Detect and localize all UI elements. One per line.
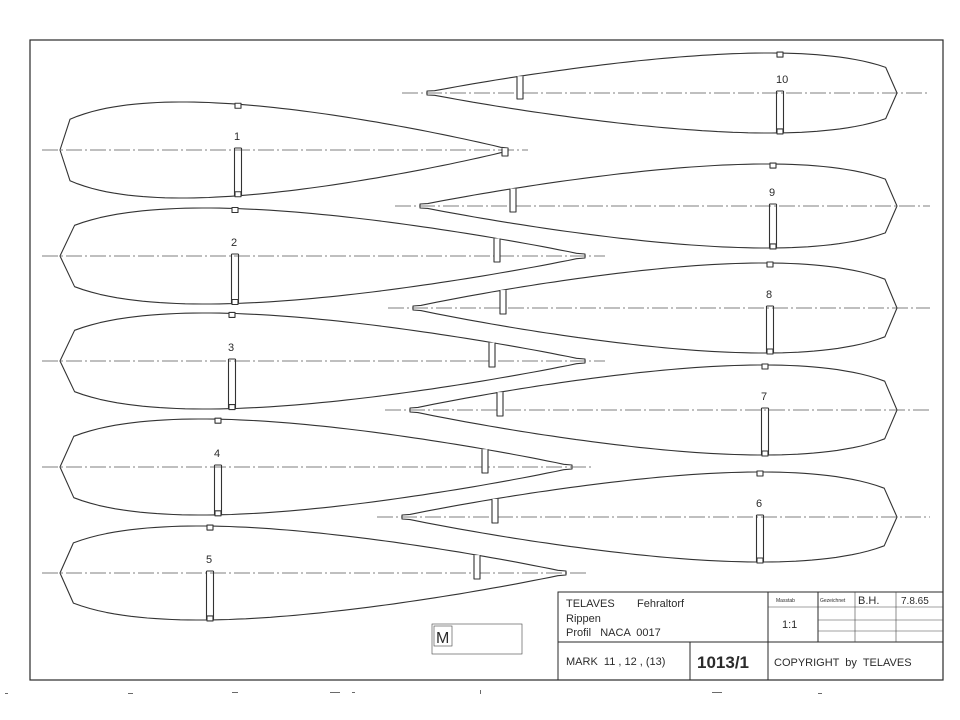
rear-spar-slot-7 bbox=[496, 392, 504, 417]
rear-spar-slot-10 bbox=[516, 76, 524, 100]
spar-notch-5 bbox=[206, 615, 214, 622]
spar-slot-9 bbox=[768, 203, 778, 248]
drawn-by: B.H. bbox=[858, 595, 879, 607]
rib-number-6: 6 bbox=[756, 498, 762, 510]
spar-notch-4 bbox=[214, 510, 222, 517]
rib-number-2: 2 bbox=[231, 237, 237, 249]
drawing-frame bbox=[29, 39, 944, 681]
spar-slot-8 bbox=[765, 305, 775, 353]
rib-outline-9 bbox=[419, 163, 898, 249]
spar-notch-6 bbox=[756, 470, 764, 477]
company-place: Fehraltorf bbox=[637, 598, 685, 610]
rear-spar-slot-6 bbox=[491, 498, 499, 524]
rear-spar-slot-9 bbox=[509, 188, 517, 213]
stamp-letter: M bbox=[436, 630, 449, 647]
drawing-date: 7.8.65 bbox=[901, 596, 929, 607]
rib-number-4: 4 bbox=[214, 448, 220, 460]
scan-marks bbox=[5, 690, 822, 694]
spar-notch-4 bbox=[214, 417, 222, 424]
spar-slot-7 bbox=[760, 407, 770, 456]
part-name: Rippen bbox=[566, 613, 601, 625]
rear-spar-slot-4 bbox=[481, 449, 489, 474]
drawing-number: 1013/1 bbox=[697, 653, 749, 672]
spar-notch-3 bbox=[228, 311, 236, 318]
rear-spar-slot-8 bbox=[499, 290, 507, 315]
spar-slot-10 bbox=[775, 90, 785, 133]
spar-slot-3 bbox=[227, 358, 237, 409]
scale-label: Masstab bbox=[776, 598, 795, 604]
rear-spar-slot-2 bbox=[493, 238, 501, 263]
copyright: COPYRIGHT by TELAVES bbox=[774, 657, 912, 669]
spar-slot-2 bbox=[230, 253, 240, 304]
rib-number-9: 9 bbox=[769, 187, 775, 199]
spar-notch-9 bbox=[769, 243, 777, 250]
profile-name: Profil NACA 0017 bbox=[566, 627, 661, 639]
ribs-group: 1 2 3 4 5 6 7 8 9 10 bbox=[42, 51, 930, 622]
scale-value: 1:1 bbox=[782, 619, 797, 631]
spar-notch-1 bbox=[234, 191, 242, 198]
title-block: TELAVES Fehraltorf Rippen Profil NACA 00… bbox=[557, 591, 944, 681]
spar-slot-4 bbox=[213, 464, 223, 515]
spar-notch-10 bbox=[776, 128, 784, 135]
rear-spar-slot-3 bbox=[488, 342, 496, 368]
rear-spar-slot-5 bbox=[473, 555, 481, 580]
spar-notch-5 bbox=[206, 524, 214, 531]
spar-notch-7 bbox=[761, 450, 769, 457]
drawn-label: Gezeichnet bbox=[820, 598, 846, 604]
spar-slot-6 bbox=[755, 514, 765, 563]
rib-number-3: 3 bbox=[228, 342, 234, 354]
spar-notch-3 bbox=[228, 404, 236, 411]
spar-notch-10 bbox=[776, 51, 784, 58]
spar-notch-7 bbox=[761, 363, 769, 370]
rib-number-10: 10 bbox=[776, 74, 788, 86]
spar-slot-5 bbox=[205, 570, 215, 620]
rib-number-1: 1 bbox=[234, 131, 240, 143]
mark-numbers: MARK 11 , 12 , (13) bbox=[566, 656, 665, 668]
spar-notch-8 bbox=[766, 261, 774, 268]
stamp: M bbox=[431, 623, 523, 655]
rib-number-5: 5 bbox=[206, 554, 212, 566]
spar-notch-9 bbox=[769, 162, 777, 169]
rib-number-8: 8 bbox=[766, 289, 772, 301]
spar-notch-6 bbox=[756, 557, 764, 564]
rear-spar-slot-1 bbox=[501, 148, 509, 157]
rib-number-7: 7 bbox=[761, 391, 767, 403]
spar-slot-1 bbox=[233, 147, 243, 196]
spar-notch-8 bbox=[766, 348, 774, 355]
spar-notch-2 bbox=[231, 298, 239, 306]
spar-notch-1 bbox=[234, 102, 242, 109]
company-name: TELAVES bbox=[566, 598, 615, 610]
spar-notch-2 bbox=[231, 206, 239, 214]
